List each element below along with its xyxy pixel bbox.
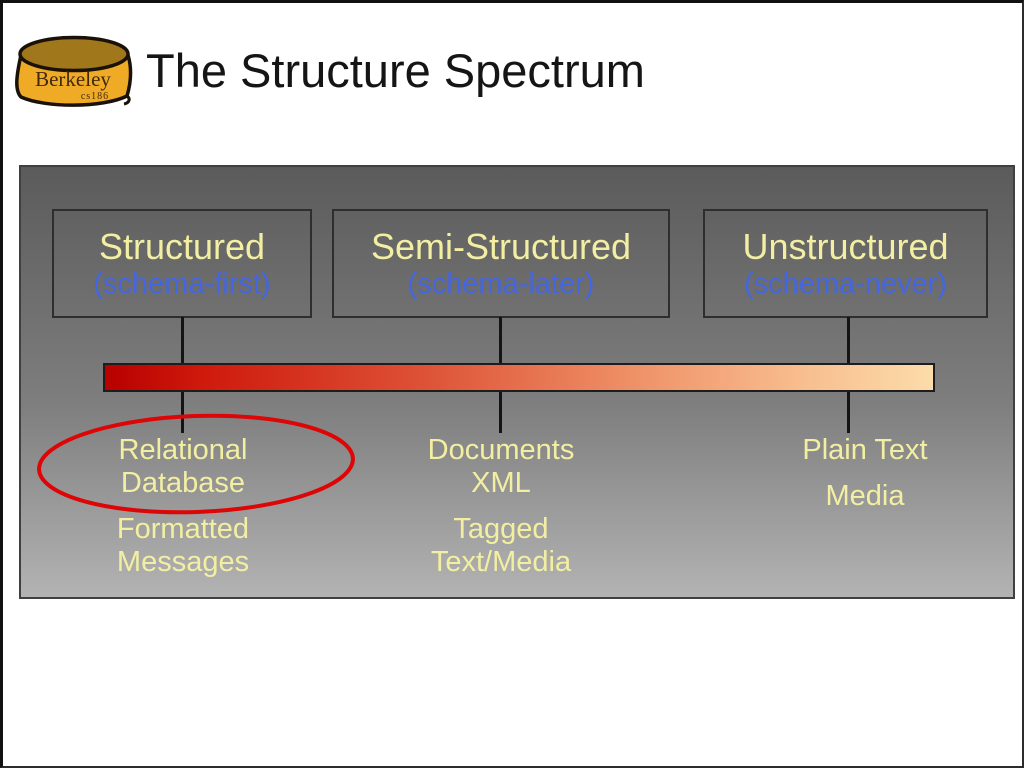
- category-subheading: (schema-never): [743, 267, 948, 300]
- category-subheading: (schema-later): [407, 267, 595, 300]
- logo-text: Berkeley: [35, 67, 111, 91]
- example-line: Text/Media: [430, 546, 572, 578]
- example-line: Plain Text: [802, 434, 928, 466]
- example-line: Tagged: [453, 513, 549, 545]
- logo-course-text: cs186: [81, 91, 109, 102]
- logo-can-flourish: [123, 94, 131, 106]
- logo-can-lid: [18, 35, 130, 73]
- example-plain-text: Plain Text: [705, 434, 1022, 467]
- category-heading: Structured: [98, 225, 266, 267]
- berkeley-cs186-logo: Berkeley cs186: [15, 35, 133, 107]
- category-box-semi-structured: Semi-Structured (schema-later): [332, 209, 670, 318]
- slide-title: The Structure Spectrum: [146, 44, 645, 97]
- example-documents-xml: Documents XML: [341, 434, 661, 500]
- example-line: Messages: [116, 546, 250, 578]
- examples-unstructured: Plain Text Media: [705, 434, 1022, 513]
- example-line: Database: [120, 467, 246, 499]
- example-media: Media: [705, 480, 1022, 513]
- category-box-unstructured: Unstructured (schema-never): [703, 209, 988, 318]
- example-line: Formatted: [116, 513, 250, 545]
- example-line: XML: [471, 467, 531, 499]
- category-heading: Semi-Structured: [370, 225, 632, 267]
- category-subheading: (schema-first): [93, 267, 271, 300]
- spectrum-gradient-bar: [103, 363, 935, 392]
- examples-structured: Relational Database Formatted Messages: [23, 434, 343, 579]
- example-line: Media: [825, 480, 905, 512]
- category-box-structured: Structured (schema-first): [52, 209, 312, 318]
- example-formatted-messages: Formatted Messages: [23, 513, 343, 579]
- example-line: Relational: [118, 434, 248, 466]
- example-tagged-text-media: Tagged Text/Media: [341, 513, 661, 579]
- examples-semi-structured: Documents XML Tagged Text/Media: [341, 434, 661, 579]
- spectrum-panel: Structured (schema-first) Semi-Structure…: [19, 165, 1015, 599]
- category-heading: Unstructured: [742, 225, 949, 267]
- example-relational-database: Relational Database: [23, 434, 343, 500]
- example-line: Documents: [427, 434, 575, 466]
